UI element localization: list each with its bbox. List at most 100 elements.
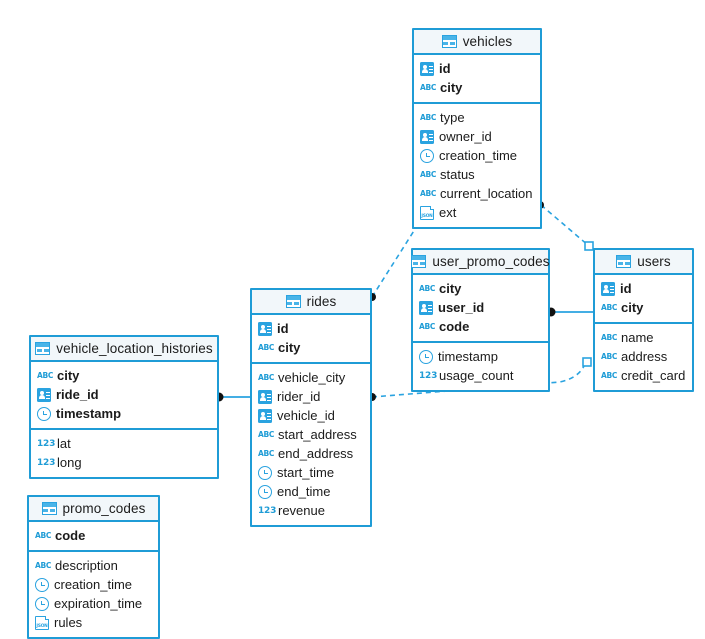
table-header-users[interactable]: users bbox=[595, 250, 692, 275]
relationship-vehicles-users[interactable] bbox=[536, 201, 594, 251]
column-label: code bbox=[439, 319, 470, 334]
table-grid-icon bbox=[441, 35, 457, 48]
column-label: type bbox=[440, 110, 465, 125]
column-creation_time[interactable]: creation_time bbox=[29, 575, 158, 594]
pk-column-id[interactable]: id bbox=[252, 319, 370, 338]
clock-icon bbox=[35, 577, 49, 592]
table-grid-icon bbox=[35, 342, 51, 355]
abc-string-icon: ABC bbox=[37, 370, 54, 380]
table-title: vehicle_location_histories bbox=[56, 341, 213, 356]
key-id-icon bbox=[258, 321, 272, 336]
column-label: vehicle_id bbox=[277, 408, 335, 423]
column-label: city bbox=[57, 368, 80, 383]
column-label: end_time bbox=[277, 484, 331, 499]
edge-square-marker bbox=[582, 357, 592, 367]
column-label: status bbox=[440, 167, 475, 182]
abc-string-icon: ABC bbox=[420, 188, 437, 198]
abc-string-icon: ABC bbox=[258, 372, 275, 382]
abc-string-icon: ABC bbox=[601, 351, 618, 361]
column-end_time[interactable]: end_time bbox=[252, 482, 370, 501]
column-owner_id[interactable]: owner_id bbox=[414, 127, 540, 146]
column-timestamp[interactable]: timestamp bbox=[413, 347, 548, 366]
table-header-vehicle_location_histories[interactable]: vehicle_location_histories bbox=[31, 337, 217, 362]
abc-string-icon: ABC bbox=[420, 82, 437, 92]
table-header-user_promo_codes[interactable]: user_promo_codes bbox=[411, 250, 549, 275]
column-label: start_time bbox=[277, 465, 335, 480]
table-header-vehicles[interactable]: vehicles bbox=[414, 30, 540, 55]
pk-column-id[interactable]: id bbox=[595, 279, 692, 298]
column-expiration_time[interactable]: expiration_time bbox=[29, 594, 158, 613]
column-label: long bbox=[57, 455, 82, 470]
column-creation_time[interactable]: creation_time bbox=[414, 146, 540, 165]
abc-string-icon: ABC bbox=[419, 283, 436, 293]
column-start_time[interactable]: start_time bbox=[252, 463, 370, 482]
edge-square-marker bbox=[584, 241, 594, 251]
clock-icon bbox=[35, 596, 49, 611]
column-label: code bbox=[55, 528, 86, 543]
column-label: usage_count bbox=[439, 368, 514, 383]
table-header-promo_codes[interactable]: promo_codes bbox=[29, 497, 158, 522]
clock-icon bbox=[258, 465, 272, 480]
table-header-rides[interactable]: rides bbox=[252, 290, 370, 315]
column-label: city bbox=[278, 340, 301, 355]
abc-string-icon: ABC bbox=[601, 332, 618, 342]
column-label: end_address bbox=[278, 446, 354, 461]
pk-column-user_id[interactable]: user_id bbox=[413, 298, 548, 317]
column-label: city bbox=[440, 80, 463, 95]
column-label: address bbox=[621, 349, 668, 364]
clock-icon bbox=[258, 484, 272, 499]
column-label: description bbox=[55, 558, 118, 573]
pk-column-timestamp[interactable]: timestamp bbox=[31, 404, 217, 423]
table-grid-icon bbox=[41, 502, 57, 515]
relationship-vehiclelocationhistories-rides[interactable] bbox=[214, 392, 253, 402]
table-grid-icon bbox=[616, 255, 632, 268]
key-id-icon bbox=[420, 129, 434, 144]
column-label: vehicle_city bbox=[278, 370, 346, 385]
column-rider_id[interactable]: rider_id bbox=[252, 387, 370, 406]
table-title: vehicles bbox=[462, 34, 513, 49]
column-label: expiration_time bbox=[54, 596, 143, 611]
column-label: name bbox=[621, 330, 654, 345]
key-id-icon bbox=[258, 408, 272, 423]
abc-string-icon: ABC bbox=[601, 370, 618, 380]
column-vehicle_id[interactable]: vehicle_id bbox=[252, 406, 370, 425]
column-label: creation_time bbox=[439, 148, 518, 163]
pk-column-id[interactable]: id bbox=[414, 59, 540, 78]
pk-column-ride_id[interactable]: ride_id bbox=[31, 385, 217, 404]
relationship-userpromocodes-users[interactable] bbox=[546, 307, 596, 317]
abc-string-icon: ABC bbox=[419, 321, 436, 331]
abc-string-icon: ABC bbox=[258, 342, 275, 352]
